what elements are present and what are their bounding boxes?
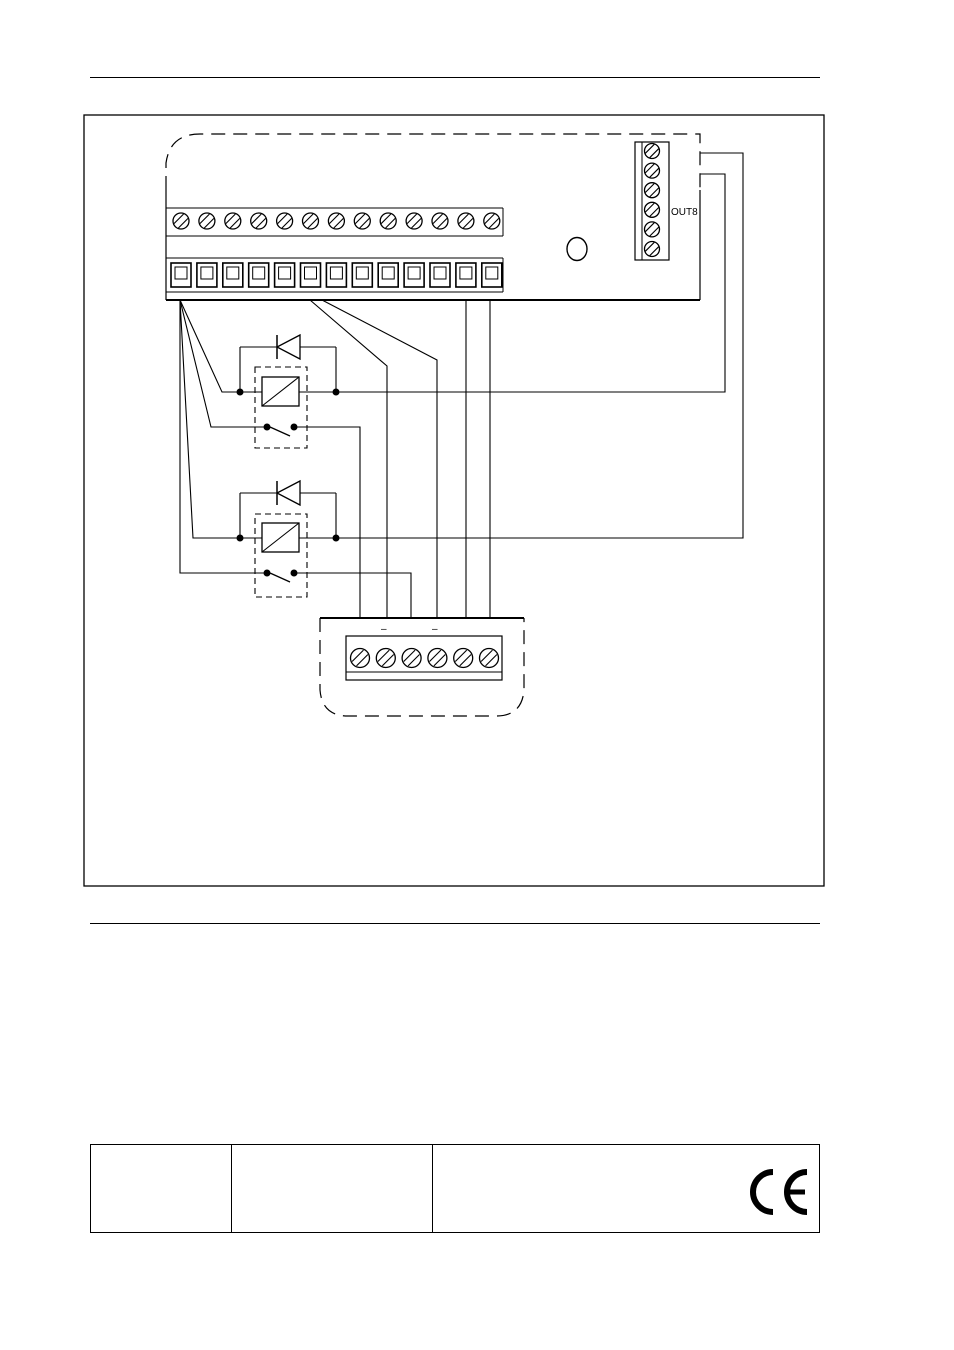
out-terminal-screws — [643, 142, 661, 258]
indicator-led — [566, 236, 588, 262]
screw-icon — [643, 182, 661, 199]
screw-icon — [172, 212, 190, 230]
footer-cell-2 — [232, 1145, 433, 1232]
screw-icon — [427, 647, 448, 669]
terminal-block — [377, 262, 400, 288]
screw-icon — [405, 212, 423, 230]
main-board-outline — [165, 133, 701, 190]
screw-icon — [375, 647, 396, 669]
screw-icon — [483, 212, 501, 230]
screw-icon — [349, 647, 371, 669]
diode-icon — [275, 333, 301, 361]
footer-cell-1 — [91, 1145, 232, 1232]
screw-icon — [643, 221, 661, 238]
screw-icon — [643, 240, 661, 258]
screw-icon — [431, 212, 449, 230]
terminal-block — [196, 262, 218, 288]
footer-cell-3 — [433, 1145, 819, 1232]
bottom-terminal-screws — [349, 647, 500, 669]
screw-icon — [275, 212, 294, 230]
main-terminal-blocks — [170, 262, 503, 288]
screw-icon — [478, 647, 500, 669]
terminal-block — [222, 262, 244, 288]
screw-icon — [643, 201, 661, 218]
footer-table — [90, 1144, 820, 1233]
out-connector-block — [634, 141, 670, 261]
terminal-block — [247, 262, 270, 288]
screw-icon — [301, 212, 320, 230]
diode-icon — [275, 479, 301, 507]
screw-icon — [643, 162, 661, 179]
header-rule — [90, 77, 820, 78]
terminal-block — [403, 262, 425, 288]
bottom-minus-label-2: – — [432, 624, 438, 635]
screw-icon — [643, 142, 661, 160]
diagram-frame — [83, 114, 825, 887]
out-connector-label: OUT8 — [671, 207, 698, 218]
terminal-block — [455, 262, 477, 288]
bottom-module-outline — [319, 618, 525, 717]
screw-icon — [224, 212, 242, 230]
relay-1 — [239, 333, 361, 618]
terminal-block — [351, 262, 374, 288]
screw-icon — [453, 647, 474, 669]
screw-icon — [198, 212, 216, 230]
main-terminal-screws — [172, 212, 501, 230]
terminal-block — [299, 262, 322, 288]
relay-2 — [239, 479, 412, 618]
screw-icon — [353, 212, 371, 230]
bottom-minus-label-1: – — [381, 624, 387, 635]
screw-icon — [457, 212, 475, 230]
screw-icon — [327, 212, 346, 230]
screw-icon — [379, 212, 397, 230]
fanout-wires — [179, 299, 438, 618]
screw-icon — [401, 647, 422, 669]
screw-icon — [250, 212, 268, 230]
terminal-block — [480, 262, 503, 288]
ce-mark-icon — [750, 1169, 808, 1215]
section-rule — [90, 923, 820, 924]
terminal-block — [273, 262, 296, 288]
terminal-block — [429, 262, 451, 288]
terminal-block — [170, 262, 192, 288]
bottom-terminal-block — [345, 635, 503, 681]
terminal-block — [325, 262, 348, 288]
